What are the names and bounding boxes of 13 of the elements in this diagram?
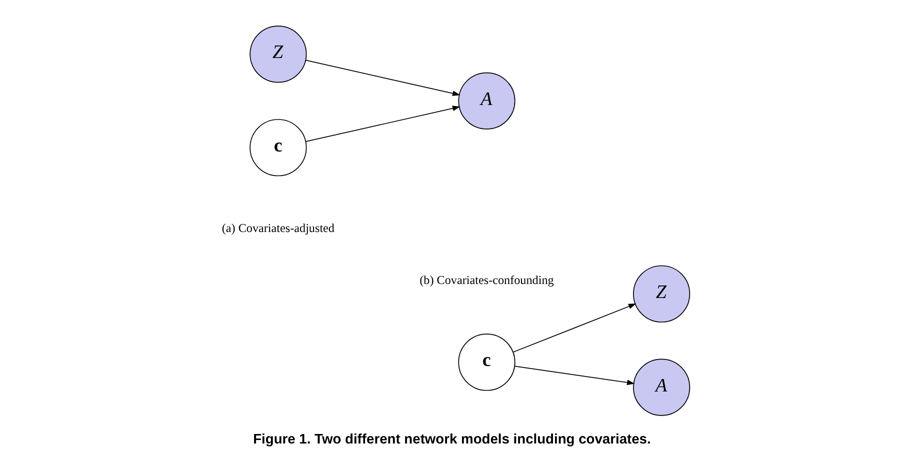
arrow xyxy=(305,60,460,96)
arrow xyxy=(305,106,460,142)
arrow xyxy=(512,304,636,353)
node-circle: c xyxy=(250,119,307,176)
arrow xyxy=(514,366,635,386)
node-circle: Z xyxy=(633,265,690,322)
caption: Figure 1. Two different network models including covariates. xyxy=(253,430,651,446)
node-circle: c xyxy=(458,334,516,391)
label: (b) Covariates-confounding xyxy=(420,273,554,288)
node-circle: A xyxy=(633,358,690,416)
node-circle: A xyxy=(458,72,516,130)
label: (a) Covariates-adjusted xyxy=(222,221,335,236)
node-circle: Z xyxy=(250,26,307,83)
